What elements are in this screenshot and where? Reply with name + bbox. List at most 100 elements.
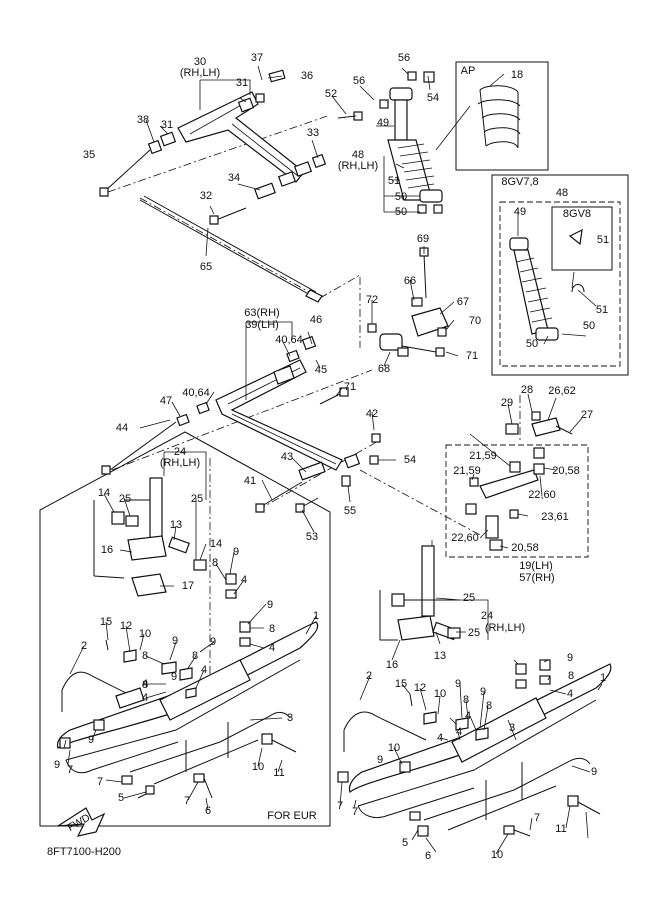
part-label: 49 — [514, 206, 526, 218]
part-label: 9 — [172, 635, 178, 647]
part-label: 4 — [456, 726, 462, 738]
part-label: 36 — [301, 70, 313, 82]
knuckle-group-box — [445, 444, 589, 558]
part-label: 41 — [244, 475, 256, 487]
part-label: 7 — [184, 795, 190, 807]
part-label: 25 — [463, 592, 475, 604]
part-label: 8 — [486, 700, 492, 712]
part-label: 10 — [252, 761, 264, 773]
part-label: (RH,LH) — [485, 622, 525, 634]
part-label: 7 — [352, 806, 358, 818]
for-eur-label: FOR EUR — [267, 810, 317, 822]
part-label: 6 — [425, 850, 431, 862]
part-label: 9 — [377, 754, 383, 766]
part-label: 13 — [434, 650, 446, 662]
part-label: 27 — [581, 409, 593, 421]
part-label: 46 — [310, 314, 322, 326]
part-label: 51 — [388, 175, 400, 187]
part-label: 70 — [469, 315, 481, 327]
part-label: 65 — [200, 261, 212, 273]
lower-a-arm — [101, 335, 381, 513]
part-label: 24 — [481, 610, 493, 622]
part-label: 26,62 — [548, 385, 576, 397]
part-label: 37 — [251, 52, 263, 64]
part-label: 22,60 — [528, 489, 556, 501]
part-label: 9 — [233, 546, 239, 558]
part-label: 47 — [160, 395, 172, 407]
part-label: 4 — [465, 710, 471, 722]
part-label: 45 — [315, 364, 327, 376]
upper-a-arm — [99, 69, 327, 225]
part-label: 3 — [509, 722, 515, 734]
part-label: 12 — [120, 620, 132, 632]
part-label: 7 — [67, 764, 73, 776]
part-label: 10 — [388, 742, 400, 754]
part-label: 51 — [596, 304, 608, 316]
part-label: 28 — [521, 384, 533, 396]
part-label: 49 — [377, 117, 389, 129]
part-label: 44 — [116, 422, 128, 434]
part-label: 35 — [83, 149, 95, 161]
part-label: (RH,LH) — [338, 160, 378, 172]
part-label: 57(RH) — [519, 572, 554, 584]
part-label: 51 — [597, 234, 609, 246]
part-label: 38 — [137, 114, 149, 126]
variant-8gv78-label: 8GV7,8 — [501, 176, 538, 188]
part-label: 9 — [54, 759, 60, 771]
for-eur-box — [39, 431, 331, 827]
part-label: 15 — [100, 616, 112, 628]
part-label: 9 — [267, 599, 273, 611]
part-label: 1 — [313, 610, 319, 622]
knuckle-group — [465, 411, 573, 551]
right-ski — [337, 659, 612, 837]
part-label: 6 — [205, 805, 211, 817]
variant-shock — [509, 228, 585, 341]
part-label: 63(RH) — [244, 307, 279, 319]
part-label: 54 — [427, 92, 439, 104]
part-label: 40,64 — [182, 387, 210, 399]
part-label: 66 — [404, 275, 416, 287]
part-label: 8 — [568, 670, 574, 682]
part-label: 54 — [404, 454, 416, 466]
part-label: 11 — [273, 767, 284, 779]
part-label: 48 — [352, 149, 364, 161]
part-labels: 30 (RH,LH) 37 36 31 38 31 33 35 34 32 65… — [54, 52, 609, 862]
part-label: 4 — [567, 688, 573, 700]
upper-bracket — [367, 247, 449, 357]
part-label: 50 — [526, 338, 538, 350]
shock-absorber — [337, 71, 443, 214]
part-label: 5 — [118, 792, 124, 804]
part-label: 10 — [491, 849, 503, 861]
part-label: 25 — [191, 493, 203, 505]
ap-label: AP — [461, 65, 476, 77]
part-label: 4 — [201, 664, 207, 676]
part-label: 39(LH) — [245, 319, 279, 331]
part-label: (RH,LH) — [180, 67, 220, 79]
part-label: 4 — [269, 642, 275, 654]
part-label: 14 — [210, 538, 222, 550]
part-label: 24 — [174, 446, 186, 458]
part-label: 9 — [455, 678, 461, 690]
part-label: 10 — [139, 628, 151, 640]
part-label: 29 — [501, 397, 513, 409]
part-label: 23,61 — [541, 511, 569, 523]
ap-inset-box — [455, 61, 549, 171]
part-label: 7 — [534, 812, 540, 824]
part-label: 55 — [344, 505, 356, 517]
part-label: 53 — [306, 531, 318, 543]
part-label: 13 — [170, 519, 182, 531]
part-label: 4 — [142, 692, 148, 704]
part-label: 50 — [395, 191, 407, 203]
variant-8gv78-box — [491, 174, 629, 376]
part-label: 7 — [337, 800, 343, 812]
part-label: 11 — [555, 823, 566, 835]
part-label: 2 — [366, 670, 372, 682]
part-label: 72 — [366, 294, 378, 306]
part-label: 17 — [182, 580, 194, 592]
part-label: 71 — [344, 381, 356, 393]
part-label: 10 — [434, 688, 446, 700]
diagram-code: 8FT7100-H200 — [47, 846, 121, 858]
left-spindle — [93, 477, 207, 597]
part-label: (RH,LH) — [160, 457, 200, 469]
